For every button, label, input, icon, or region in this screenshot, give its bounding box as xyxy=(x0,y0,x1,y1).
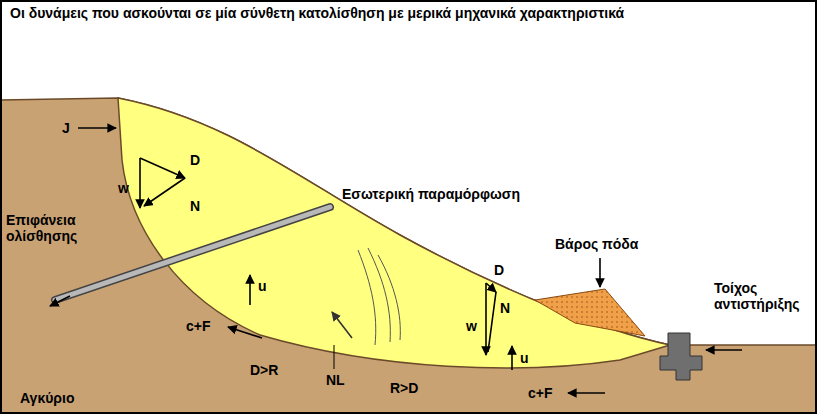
force-label: D xyxy=(190,152,200,168)
force-label: Βάρος πόδα xyxy=(555,236,638,252)
force-label: Τοίχος αντιστήριξης xyxy=(714,280,812,312)
force-arrows xyxy=(50,128,742,393)
force-label: D xyxy=(494,262,504,278)
ground xyxy=(0,98,817,414)
force-label: w xyxy=(118,180,129,196)
force-label: D>R xyxy=(250,362,278,378)
nl-leader xyxy=(334,345,335,369)
retaining-wall xyxy=(660,333,702,380)
force-label: w xyxy=(466,318,477,334)
force-label: N xyxy=(190,198,200,214)
force-label: NL xyxy=(326,372,345,388)
anchor-outline xyxy=(55,207,330,300)
force-label: u xyxy=(258,278,267,294)
internal-shear-lines xyxy=(358,248,400,345)
force-label: u xyxy=(520,350,529,366)
force-label: Επιφάνεια ολίσθησης xyxy=(6,212,91,244)
force-label: Αγκύριο xyxy=(20,390,74,406)
force-label: J xyxy=(62,120,70,136)
force-label: N xyxy=(500,300,510,316)
force-label: Εσωτερική παραμόρφωση xyxy=(342,186,520,202)
landslide-body xyxy=(118,98,670,368)
anchor xyxy=(55,207,330,300)
toe-weight xyxy=(535,289,645,336)
force-label: c+F xyxy=(528,385,553,401)
force-label: R>D xyxy=(390,380,418,396)
diagram-title: Οι δυνάμεις που ασκούνται σε μία σύνθετη… xyxy=(10,5,650,22)
force-label: c+F xyxy=(186,318,211,334)
